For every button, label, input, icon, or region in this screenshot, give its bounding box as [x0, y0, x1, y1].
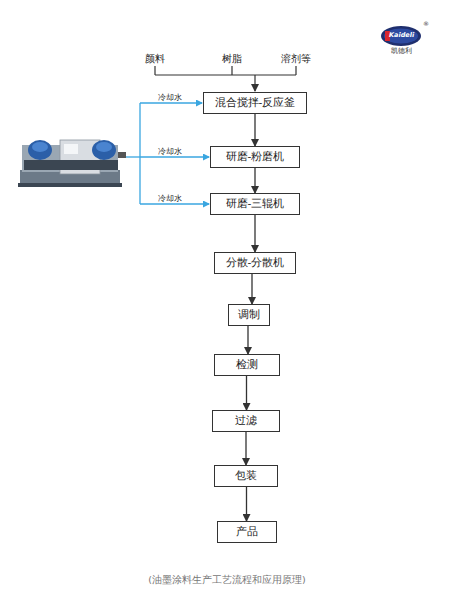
- process-box: 包装: [214, 465, 278, 487]
- flow-label: 冷却水: [158, 194, 182, 204]
- process-box: 过滤: [212, 410, 280, 432]
- box-text: 过滤: [235, 414, 257, 428]
- flow-label: 冷却水: [158, 147, 182, 157]
- input-bracket: [155, 66, 296, 91]
- logo-text: 凯德利: [391, 47, 412, 56]
- process-box: 研磨-三辊机: [210, 193, 300, 215]
- flow-label: 冷却水: [158, 93, 182, 103]
- process-box: 分散-分散机: [214, 252, 296, 274]
- box-text: 混合搅拌-反应釜: [215, 96, 296, 110]
- box-text: 分散-分散机: [226, 256, 285, 270]
- input-label: 溶剂等: [281, 52, 311, 66]
- box-text: 产品: [236, 525, 258, 539]
- process-box: 产品: [217, 521, 277, 543]
- arrow-line: [254, 168, 255, 193]
- cooling-water-lines: [126, 103, 209, 204]
- flow-arrow: [255, 215, 256, 252]
- arrow-line: [251, 274, 252, 304]
- logo-text: Kaideli: [389, 31, 414, 39]
- input-label: 树脂: [222, 52, 242, 66]
- process-box: 检测: [214, 354, 280, 376]
- flow-arrow: [252, 274, 253, 304]
- arrow-line: [245, 432, 246, 465]
- logo: [381, 26, 421, 46]
- flow-arrow: [255, 114, 256, 146]
- arrow-line: [246, 487, 247, 521]
- box-text: 研磨-粉磨机: [226, 150, 285, 164]
- process-box: 调制: [228, 304, 270, 326]
- chiller-illustration: [18, 140, 126, 187]
- arrow-line: [247, 326, 248, 354]
- flow-arrow: [248, 326, 249, 354]
- caption: (油墨涂料生产工艺流程和应用原理): [0, 574, 454, 587]
- box-text: 检测: [236, 358, 258, 372]
- logo-text: ®: [423, 20, 429, 27]
- input-label: 颜料: [145, 52, 165, 66]
- arrow-line: [246, 376, 247, 410]
- box-text: 调制: [238, 308, 260, 322]
- arrow-line: [254, 215, 255, 252]
- process-box: 研磨-粉磨机: [210, 146, 300, 168]
- box-text: 包装: [235, 469, 257, 483]
- box-text: 研磨-三辊机: [226, 197, 285, 211]
- flow-arrow: [246, 432, 247, 465]
- process-box: 混合搅拌-反应釜: [203, 92, 307, 114]
- flow-arrow: [246, 376, 247, 410]
- arrow-line: [254, 114, 255, 146]
- flow-arrow: [255, 168, 256, 193]
- flow-arrow: [246, 487, 247, 521]
